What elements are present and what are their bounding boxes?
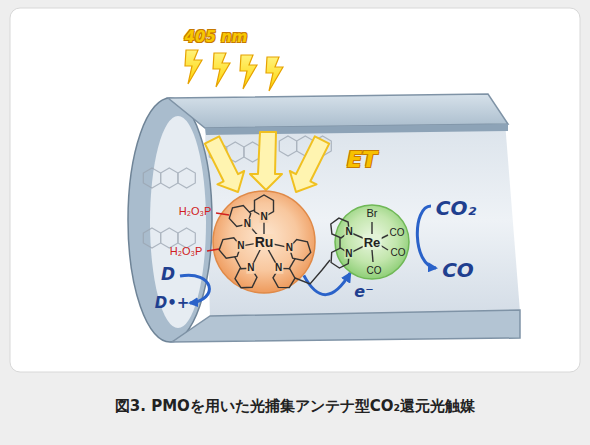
co2-reduction-arrow [417,206,436,268]
wavelength-label: 405 nm [185,30,248,46]
light-bolt [213,53,230,87]
tube-top-edge [205,124,508,135]
acridone-ring [143,168,160,188]
figure-caption: 図3. PMOを用いた光捕集アンテナ型CO₂還元光触媒 [0,397,590,416]
tube-bottom-wall [172,310,520,342]
acridone-ring [178,168,195,188]
bond [235,257,242,270]
light-bolts [185,50,283,91]
nitrogen-atom: N [274,263,283,274]
acridone-ring [161,168,178,188]
bond [371,222,372,234]
acridone-ring [279,136,296,156]
acridone-ring [161,228,178,248]
panel [10,8,580,372]
et-arrow [290,136,329,192]
tube-opening [150,116,206,328]
tube-inner-wall [205,122,520,318]
oxidized-donor-label: D•+ [155,296,190,312]
nitrogen-atom: N [259,212,268,223]
linker [295,260,330,284]
et-label: ET [347,148,377,171]
energy-transfer-arrows [205,132,329,192]
metal-symbol: Ru [254,234,275,250]
et-arrow [250,132,282,190]
bond [207,249,219,251]
co2-label: CO₂ [436,198,476,219]
bond [289,259,295,270]
donor-label: D [161,266,175,284]
nitrogen-atom: N [345,227,354,238]
complex-circle [213,191,315,293]
light-bolt [266,57,283,91]
ligand-label: CO [367,266,382,277]
bond [339,237,340,249]
electron-label: e⁻ [354,282,373,301]
complex-circle [335,205,409,279]
nitrogen-atom: N [236,241,245,252]
tube-rim [128,98,212,342]
ligand-label: CO [391,248,406,259]
phosphonate-label: H₂O₃P [179,206,212,218]
bond [216,213,229,215]
acridone-ring [178,228,195,248]
nitrogen-atom: N [243,219,252,230]
bond [372,250,373,262]
nitrogen-atom: N [344,248,353,259]
nitrogen-atom: N [285,242,294,253]
phosphonate-label: H₂O₃P [170,246,203,258]
acridone-ring [143,228,160,248]
ligand-label: Br [367,208,378,220]
ru-complex-circle: Ru [212,190,316,294]
et-arrow [205,136,244,192]
light-bolt [185,50,202,84]
co-label: CO [442,260,474,281]
metal-symbol: Re [363,235,382,250]
ligand-label: CO [390,228,405,239]
light-bolt [240,55,257,89]
tube-top-wall [168,94,508,128]
nitrogen-atom: N [246,263,255,274]
